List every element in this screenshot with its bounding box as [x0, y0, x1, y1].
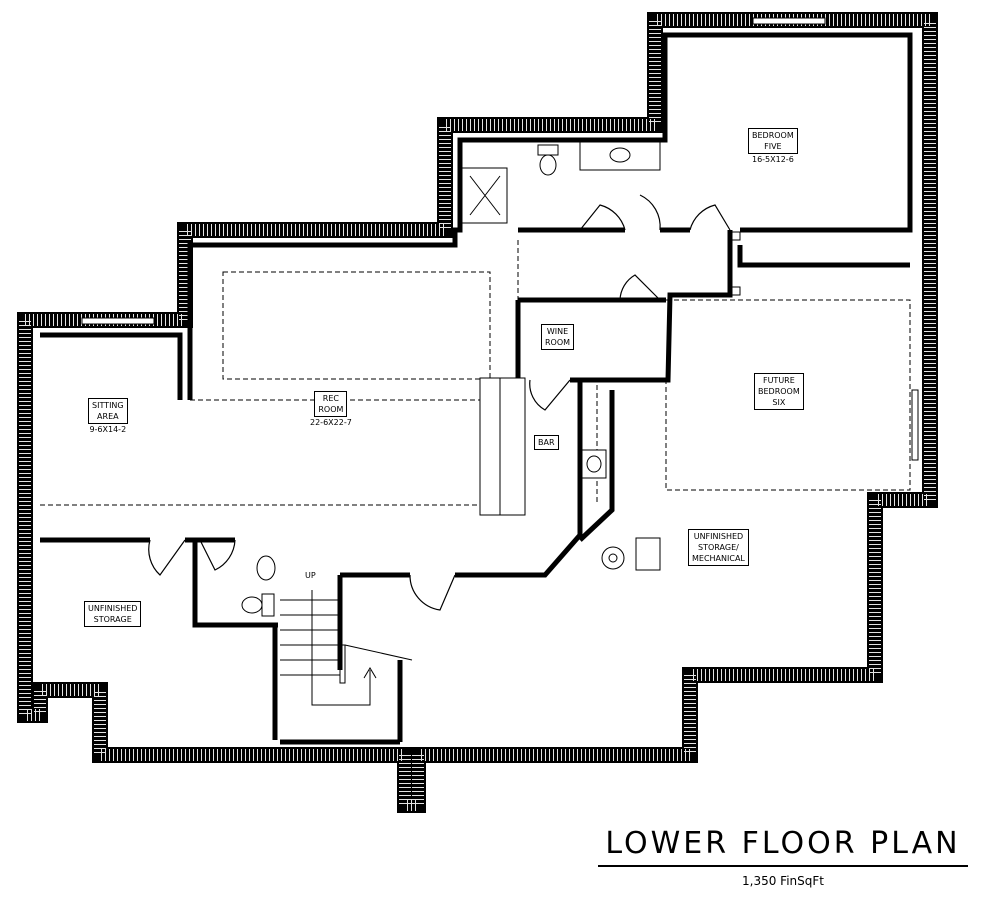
- room-label: BEDROOM: [758, 387, 800, 396]
- plan-subtitle: 1,350 FinSqFt: [742, 874, 824, 888]
- room-dimensions: 16-5X12-6: [751, 155, 794, 164]
- room-label: REC: [322, 394, 339, 403]
- room-label: ROOM: [545, 338, 571, 347]
- toilet-bowl: [539, 154, 557, 176]
- window-left: [81, 317, 155, 325]
- window-right: [911, 389, 919, 461]
- room-label: WINE: [546, 327, 569, 336]
- room-label: FUTURE: [762, 376, 795, 385]
- interior-walls: [40, 32, 913, 745]
- room-wine-room: WINE ROOM: [541, 324, 575, 350]
- room-unfinished-storage: UNFINISHED STORAGE: [84, 601, 142, 627]
- room-label: FIVE: [764, 142, 782, 151]
- room-label: STORAGE/: [698, 543, 739, 552]
- room-label: BEDROOM: [752, 131, 794, 140]
- room-label: BAR: [534, 435, 559, 450]
- toilet-tank: [537, 144, 559, 156]
- room-bar: BAR: [534, 435, 559, 450]
- room-label: SIX: [772, 398, 786, 407]
- room-label: AREA: [97, 412, 119, 421]
- powder-toilet: [241, 596, 263, 614]
- powder-sink: [256, 555, 276, 581]
- furnace: [635, 537, 661, 571]
- door-swings: [148, 194, 731, 611]
- room-label: ROOM: [318, 405, 344, 414]
- room-dimensions: 9-6X14-2: [89, 425, 127, 434]
- fixtures: [81, 17, 919, 617]
- bar-counter: [479, 377, 526, 516]
- room-label: UNFINISHED: [88, 604, 138, 613]
- sink-icon: [609, 147, 631, 163]
- room-dimensions: 22-6X22-7: [310, 418, 352, 427]
- stair-up-label: UP: [305, 571, 316, 580]
- room-label: SITTING: [92, 401, 124, 410]
- foundation-hatch: [19, 14, 936, 811]
- room-label: UNFINISHED: [693, 532, 744, 541]
- room-sitting-area: SITTING AREA 9-6X14-2: [88, 398, 128, 435]
- room-future-bedroom-six: FUTURE BEDROOM SIX: [754, 373, 804, 410]
- stairs: [280, 590, 413, 706]
- room-label: MECHANICAL: [692, 554, 745, 563]
- room-rec-room: REC ROOM 22-6X22-7: [310, 391, 352, 428]
- room-unfinished-storage-mechanical: UNFINISHED STORAGE/MECHANICAL: [688, 529, 749, 566]
- plan-title: LOWER FLOOR PLAN: [598, 826, 968, 867]
- window-top: [752, 17, 826, 25]
- room-bedroom-five: BEDROOM FIVE 16-5X12-6: [748, 128, 798, 165]
- room-label: STORAGE: [93, 615, 132, 624]
